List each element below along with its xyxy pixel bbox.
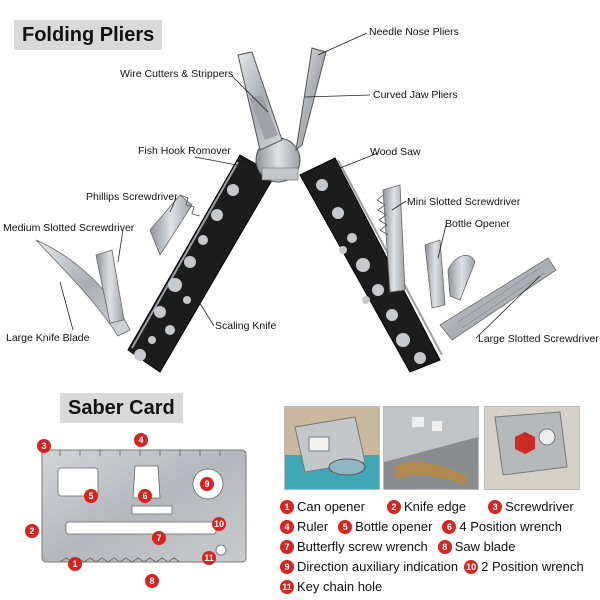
legend-row-2: 4 Ruler 5 Bottle opener 6 4 Position wre…	[280, 519, 572, 534]
legend-badge: 9	[280, 559, 294, 574]
legend-label: Bottle opener	[355, 519, 433, 534]
card-badge-3: 3	[37, 439, 51, 453]
photo-knife-edge	[383, 406, 479, 490]
legend-label: Saw blade	[454, 539, 516, 554]
saber-card-title: Saber Card	[60, 393, 183, 423]
multitool-illustration	[35, 47, 557, 373]
legend-badge: 3	[488, 499, 503, 514]
label-phillips-screwdriver: Phillips Screwdriver	[86, 191, 178, 203]
legend-label: Direction auxiliary indication	[297, 559, 459, 574]
card-badge-2: 2	[25, 524, 39, 538]
legend-label: Key chain hole	[297, 579, 383, 594]
label-needle-nose-pliers: Needle Nose Pliers	[369, 26, 459, 38]
legend-label: Ruler	[297, 519, 329, 534]
legend-row-5: 11 Key chain hole	[280, 579, 392, 594]
card-badge-9: 9	[200, 477, 214, 491]
card-badge-7: 7	[152, 531, 166, 545]
legend-item-key-chain-hole: 11 Key chain hole	[280, 579, 382, 594]
label-wire-cutters: Wire Cutters & Strippers	[120, 68, 234, 80]
legend-item-knife-edge: 2 Knife edge	[386, 499, 467, 514]
legend-badge: 11	[280, 579, 294, 594]
legend-label: Knife edge	[403, 499, 467, 514]
legend-badge: 1	[280, 499, 294, 514]
legend-item-2-position-wrench: 10 2 Position wrench	[464, 559, 584, 574]
card-badge-1: 1	[68, 557, 82, 571]
legend-badge: 10	[464, 559, 479, 574]
legend-item-saw-blade: 8 Saw blade	[437, 539, 516, 554]
legend-badge: 4	[280, 519, 294, 534]
photo-screwdriver	[484, 406, 580, 490]
label-fish-hook-remover: Fish Hook Romover	[138, 145, 231, 157]
legend-label: Butterfly screw wrench	[297, 539, 428, 554]
large-knife-blade	[35, 239, 131, 337]
card-badge-6: 6	[138, 489, 152, 503]
card-badge-8: 8	[145, 574, 159, 588]
card-badge-5: 5	[84, 489, 98, 503]
label-wood-saw: Wood Saw	[370, 146, 421, 158]
legend-badge: 7	[280, 539, 294, 554]
leader-lines	[59, 32, 541, 339]
label-scaling-knife: Scaling Knife	[215, 320, 277, 332]
folding-pliers-title: Folding Pliers	[14, 20, 163, 50]
label-mini-slotted-screwdriver: Mini Slotted Screwdriver	[407, 196, 521, 208]
legend-row-4: 9 Direction auxiliary indication 10 2 Po…	[280, 559, 594, 574]
label-medium-slotted-screwdriver: Medium Slotted Screwdriver	[3, 222, 135, 234]
legend-badge: 2	[386, 499, 401, 514]
legend-badge: 5	[338, 519, 353, 534]
legend-item-can-opener: 1 Can opener	[280, 499, 365, 514]
legend-badge: 6	[442, 519, 457, 534]
legend-label: Screwdriver	[505, 499, 574, 514]
label-curved-jaw-pliers: Curved Jaw Pliers	[373, 89, 458, 101]
label-large-knife-blade: Large Knife Blade	[6, 332, 90, 344]
legend-item-bottle-opener: 5 Bottle opener	[338, 519, 432, 534]
legend-badge: 8	[437, 539, 452, 554]
legend-label: Can opener	[297, 499, 365, 514]
legend-item-screwdriver: 3 Screwdriver	[488, 499, 574, 514]
legend-row-3: 7 Butterfly screw wrench 8 Saw blade	[280, 539, 525, 554]
card-badge-4: 4	[134, 433, 148, 447]
card-badge-11: 11	[202, 551, 216, 565]
legend-item-butterfly-screw-wrench: 7 Butterfly screw wrench	[280, 539, 428, 554]
label-bottle-opener: Bottle Opener	[445, 218, 510, 230]
card-badge-10: 10	[212, 517, 226, 531]
legend-item-direction-indication: 9 Direction auxiliary indication	[280, 559, 458, 574]
legend-item-ruler: 4 Ruler	[280, 519, 328, 534]
legend-label: 4 Position wrench	[459, 519, 563, 534]
legend-row-1: 1 Can opener 2 Knife edge 3 Screwdriver	[280, 499, 584, 514]
photo-can-opener	[284, 406, 380, 490]
legend-label: 2 Position wrench	[481, 559, 584, 574]
saber-card-illustration	[41, 449, 247, 563]
legend-item-4-position-wrench: 6 4 Position wrench	[442, 519, 562, 534]
label-large-slotted-screwdriver: Large Slotted Screwdriver	[478, 333, 599, 345]
